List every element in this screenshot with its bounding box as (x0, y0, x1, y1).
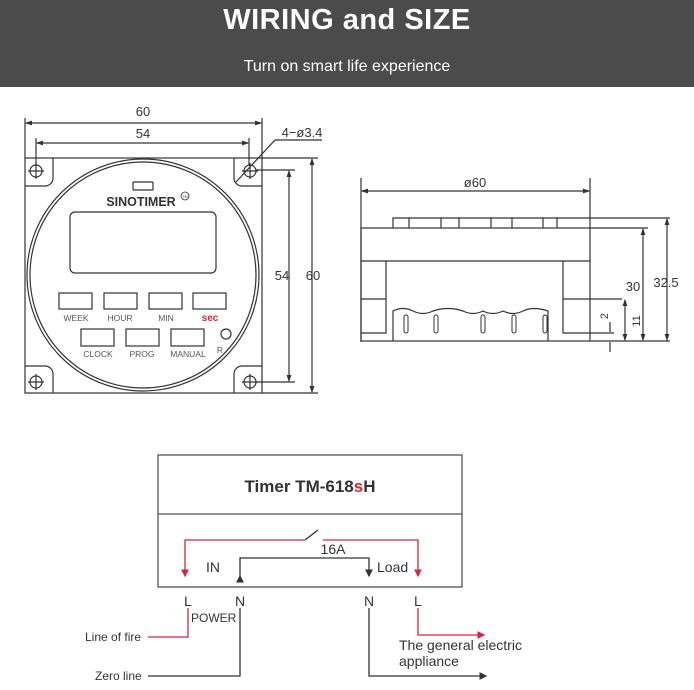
terminal-l-in: L (184, 593, 192, 609)
button-label-week: WEEK (63, 313, 88, 323)
button-label-manual: MANUAL (170, 349, 206, 359)
dim-height-54: 54 (275, 268, 289, 283)
button-label-prog: PROG (129, 349, 154, 359)
appliance-label-line1: The general electric (399, 637, 522, 653)
button-label-clock: CLOCK (83, 349, 113, 359)
terminal-n-in: N (235, 593, 245, 609)
page-subtitle: Turn on smart life experience (243, 58, 451, 75)
timer-face-inner (29, 161, 257, 389)
wiring-diagram (148, 454, 488, 680)
button-label-sec: sec (202, 313, 219, 324)
timer-face-outer (26, 158, 260, 392)
dim-width-54: 54 (136, 126, 150, 141)
side-view (360, 178, 670, 352)
load-label: Load (377, 559, 408, 575)
trademark: TM (182, 194, 188, 199)
dim-holes: 4−ø3.4 (282, 125, 323, 140)
line-of-fire-label: Line of fire (85, 630, 141, 644)
button-label-hour: HOUR (107, 313, 132, 323)
rating-label: 16A (321, 541, 347, 557)
appliance-label-line2: appliance (399, 653, 459, 669)
dim-11: 11 (631, 315, 643, 326)
dim-width-60: 60 (136, 104, 150, 119)
terminal-n-out: N (364, 593, 374, 609)
in-label: IN (206, 559, 220, 575)
reset-button (220, 328, 232, 340)
page-title: WIRING and SIZE (223, 4, 471, 36)
timer-model: Timer TM-618sH (244, 477, 375, 496)
dim-2: 2 (599, 313, 611, 319)
dim-32-5: 32.5 (653, 275, 678, 290)
dim-height-60: 60 (306, 268, 320, 283)
brand-logo: SINOTIMER (106, 195, 175, 209)
terminal-l-out: L (414, 593, 422, 609)
header-banner: WIRING and SIZE Turn on smart life exper… (0, 0, 694, 87)
lcd-display (69, 211, 217, 274)
front-view (24, 118, 322, 394)
reset-label: R (217, 345, 223, 355)
dim-diameter-60: ø60 (464, 175, 486, 190)
zero-line-label: Zero line (95, 669, 142, 683)
mounting-plate (24, 157, 263, 394)
power-label: POWER (191, 611, 237, 625)
dim-30: 30 (626, 279, 640, 294)
button-label-min: MIN (158, 313, 174, 323)
